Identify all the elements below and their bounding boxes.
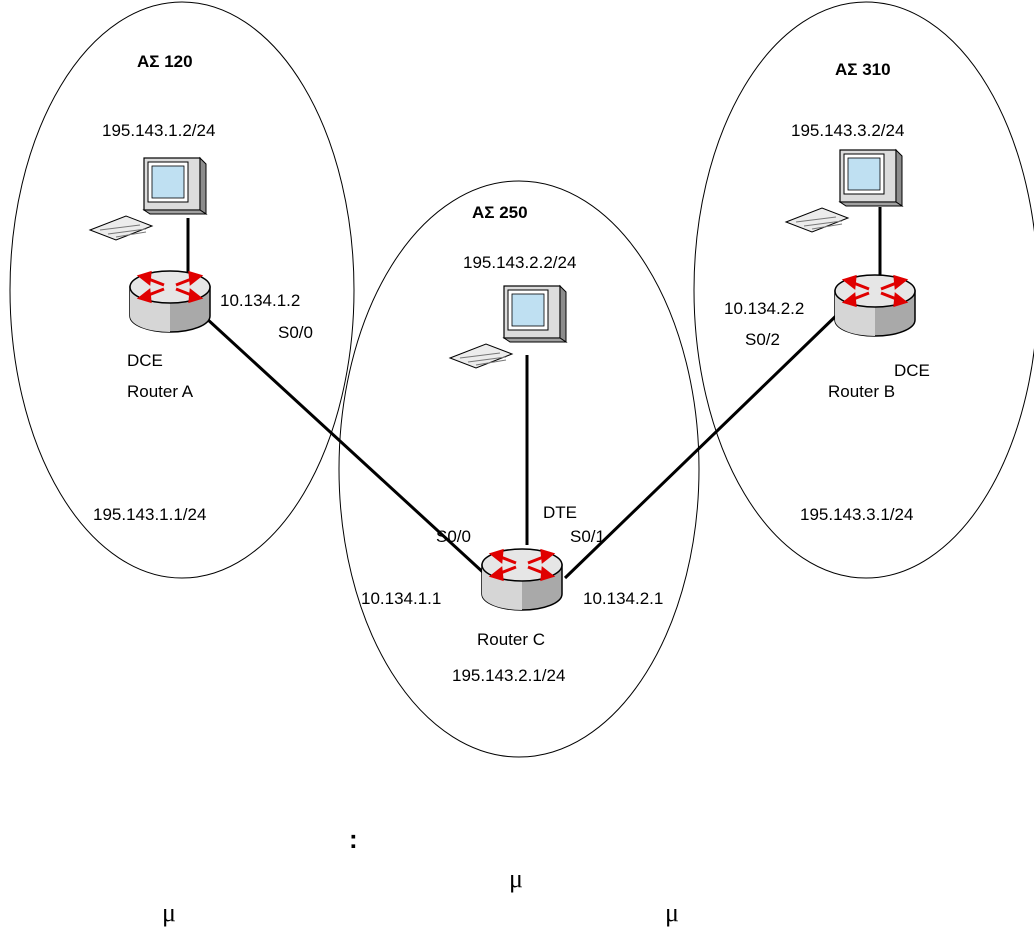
interface-label: S0/1 bbox=[570, 527, 605, 546]
as310-boundary bbox=[693, 1, 1034, 579]
interface-label: S0/0 bbox=[436, 527, 471, 546]
network-diagram: ΑΣ 120 ΑΣ 250 ΑΣ 310 195.143.1.2/24 195.… bbox=[9, 1, 1034, 758]
router-name-label: Router A bbox=[127, 382, 194, 401]
caption-mu-symbol: μ bbox=[162, 898, 176, 927]
pc-icon bbox=[785, 149, 903, 233]
dte-label: DTE bbox=[543, 503, 577, 522]
dce-label: DCE bbox=[127, 351, 163, 370]
router-icon bbox=[833, 273, 917, 338]
as-label: ΑΣ 120 bbox=[137, 52, 193, 71]
router-icon bbox=[480, 547, 564, 612]
as120-boundary bbox=[9, 1, 355, 579]
interface-label: S0/2 bbox=[745, 330, 780, 349]
caption-mu-symbol: μ bbox=[509, 864, 523, 893]
as250-boundary bbox=[338, 180, 700, 758]
caption-colon: : bbox=[349, 824, 358, 854]
as-label: ΑΣ 310 bbox=[835, 60, 891, 79]
serial-ip-label: 10.134.2.1 bbox=[583, 589, 663, 608]
pc-icon bbox=[449, 285, 567, 369]
host-ip-label: 195.143.1.2/24 bbox=[102, 121, 215, 140]
serial-ip-label: 10.134.1.2 bbox=[220, 291, 300, 310]
dce-label: DCE bbox=[894, 361, 930, 380]
interface-label: S0/0 bbox=[278, 323, 313, 342]
router-lan-ip-label: 195.143.1.1/24 bbox=[93, 505, 206, 524]
serial-link-c-b bbox=[563, 310, 842, 580]
router-name-label: Router B bbox=[828, 382, 895, 401]
host-ip-label: 195.143.3.2/24 bbox=[791, 121, 904, 140]
serial-link-a-c bbox=[204, 316, 488, 577]
as-label: ΑΣ 250 bbox=[472, 203, 528, 222]
router-lan-ip-label: 195.143.2.1/24 bbox=[452, 666, 565, 685]
host-ip-label: 195.143.2.2/24 bbox=[463, 253, 576, 272]
router-name-label: Router C bbox=[477, 630, 545, 649]
serial-ip-label: 10.134.2.2 bbox=[724, 299, 804, 318]
router-lan-ip-label: 195.143.3.1/24 bbox=[800, 505, 913, 524]
caption-mu-symbol: μ bbox=[665, 898, 679, 927]
serial-ip-label: 10.134.1.1 bbox=[361, 589, 441, 608]
router-icon bbox=[128, 269, 212, 334]
